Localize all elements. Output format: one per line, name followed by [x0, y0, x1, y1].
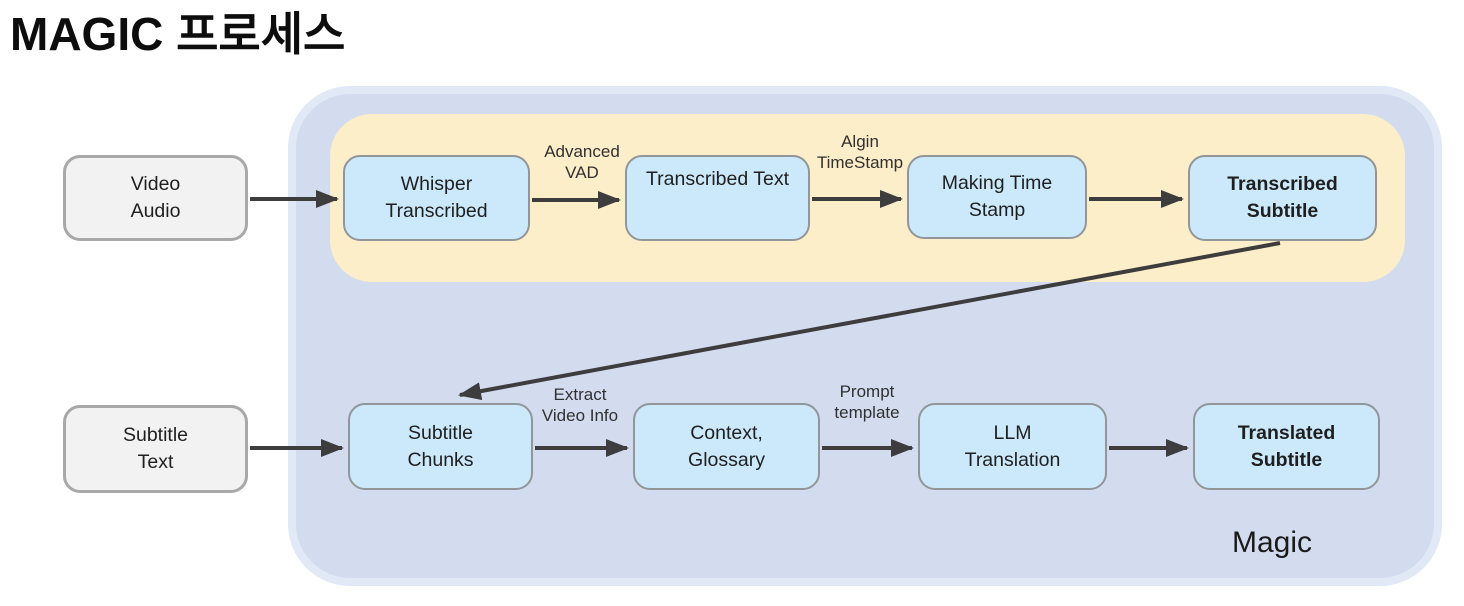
- node-video-audio: Video Audio: [63, 155, 248, 241]
- magic-container-label: Magic: [1231, 526, 1313, 559]
- node-transcribed-subtitle: Transcribed Subtitle: [1188, 155, 1377, 241]
- node-llm-translation: LLM Translation: [918, 403, 1107, 490]
- node-translated-subtitle: Translated Subtitle: [1193, 403, 1380, 490]
- page-title: MAGIC 프로세스: [10, 8, 346, 60]
- node-subtitle-text: Subtitle Text: [63, 405, 248, 493]
- node-subtitle-chunks: Subtitle Chunks: [348, 403, 533, 490]
- arrow-label-extract-video-info: Extract Video Info: [541, 385, 619, 425]
- arrow-label-advanced-vad: Advanced VAD: [544, 142, 620, 182]
- node-making-time-stamp: Making Time Stamp: [907, 155, 1087, 239]
- node-context-glossary: Context, Glossary: [633, 403, 820, 490]
- node-transcribed-text: Transcribed Text: [625, 155, 810, 241]
- node-whisper-transcribed: Whisper Transcribed: [343, 155, 530, 241]
- arrow-label-algin-timestamp: Algin TimeStamp: [816, 132, 904, 172]
- arrow-label-prompt-template: Prompt template: [834, 382, 900, 422]
